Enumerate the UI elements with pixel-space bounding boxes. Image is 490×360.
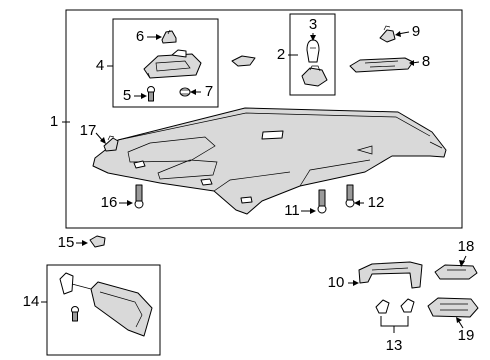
callout-19: 19: [458, 327, 475, 344]
callout-17: 17: [80, 122, 97, 139]
sun-visor-icon: [59, 272, 153, 337]
clip-17-icon: [103, 135, 119, 152]
callout-6: 6: [136, 28, 144, 45]
callout-11: 11: [284, 202, 300, 219]
small-bracket-icon: [231, 55, 256, 67]
clip-6-icon: [161, 29, 177, 44]
callout-16: 16: [101, 194, 118, 211]
screw-5-icon: [147, 86, 155, 102]
callout-2: 2: [277, 46, 285, 63]
clip-9-icon: [379, 25, 396, 43]
callout-1: 1: [50, 113, 58, 130]
callout-18: 18: [458, 238, 475, 255]
clip-2-icon: [301, 65, 328, 87]
callout-12: 12: [368, 194, 385, 211]
visor-kit-frame: [46, 264, 161, 356]
nut-7-icon: [179, 87, 191, 97]
dome-lamp-19-icon: [427, 297, 479, 318]
callout-4: 4: [96, 57, 104, 74]
headliner-panel-icon: [92, 107, 447, 215]
callout-13: 13: [386, 337, 403, 354]
callout-8: 8: [422, 53, 430, 70]
handle-caps-13-icon: [375, 298, 415, 314]
screw-16-icon: [134, 184, 144, 209]
screw-11-icon: [317, 189, 327, 214]
callout-5: 5: [123, 87, 131, 104]
bracket-8-icon: [349, 57, 414, 73]
callout-15: 15: [58, 234, 75, 251]
callout-10: 10: [328, 274, 345, 291]
callout-7: 7: [205, 83, 213, 100]
main-assembly-frame: [65, 9, 463, 229]
dome-lamp-18-icon: [434, 264, 478, 280]
bracket-kit-frame: [112, 18, 219, 108]
grab-handle-icon: [358, 261, 423, 289]
push-pin-3-icon: [306, 39, 320, 63]
callout-9: 9: [412, 23, 420, 40]
callout-3: 3: [309, 16, 317, 33]
callout-14: 14: [23, 293, 40, 310]
screw-12-icon: [345, 184, 355, 208]
clip-15-icon: [89, 235, 106, 248]
console-bracket-icon: [143, 49, 202, 79]
